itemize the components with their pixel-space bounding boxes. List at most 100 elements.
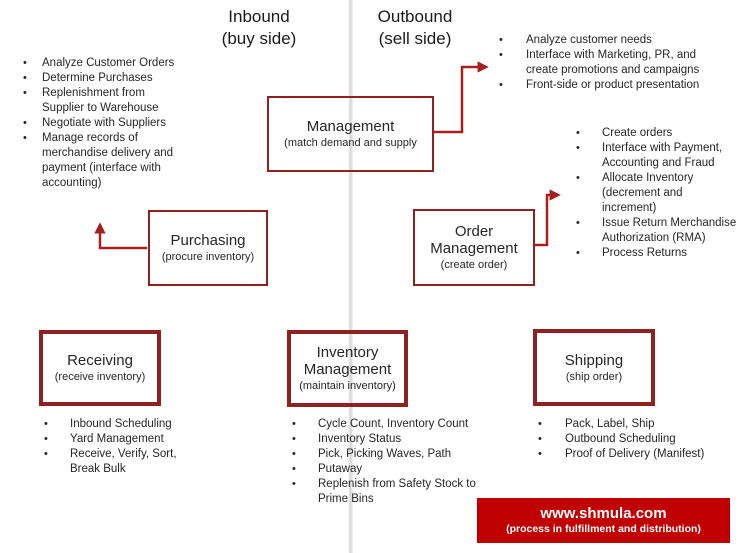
list-item: •Interface with Marketing, PR, and creat… bbox=[498, 48, 723, 78]
list-item-text: Negotiate with Suppliers bbox=[42, 117, 167, 129]
box-subtitle: (procure inventory) bbox=[161, 251, 255, 263]
list-item-text: Issue Return Merchandise Authorization (… bbox=[602, 217, 737, 244]
list-item: • Inbound Scheduling bbox=[43, 417, 193, 432]
box-subtitle: (match demand and supply bbox=[284, 137, 417, 149]
purchasing-tasks-list: • Analyze Customer Orders • Determine Purch… bbox=[22, 56, 187, 191]
box-title: Shipping bbox=[564, 351, 624, 369]
list-item-text: Allocate Inventory (decrement and increm… bbox=[602, 172, 694, 214]
website-banner: www.shmula.com (process in fulfillment a… bbox=[477, 498, 730, 543]
receiving-box: Receiving (receive inventory) bbox=[39, 330, 161, 406]
bullet-icon: • bbox=[499, 34, 503, 46]
list-item-text: Putaway bbox=[318, 463, 363, 475]
bullet-icon: • bbox=[576, 217, 580, 229]
box-title: Order Management bbox=[430, 223, 518, 257]
list-item-text: Manage records of merchandise delivery a… bbox=[42, 132, 174, 189]
list-item: • Analyze Customer Orders bbox=[22, 56, 187, 71]
website-url: www.shmula.com bbox=[540, 505, 667, 522]
outbound-header-subtitle: (sell side) bbox=[378, 29, 452, 48]
list-item: • Proof of Delivery (Manifest) bbox=[537, 447, 737, 462]
list-item-text: Yard Management bbox=[70, 433, 164, 445]
bullet-icon: • bbox=[499, 79, 503, 91]
arrow-purchasing-to-inbound-list bbox=[94, 222, 147, 250]
list-item: • Putaway bbox=[291, 462, 486, 477]
list-item-text: Inbound Scheduling bbox=[70, 418, 172, 430]
list-item-text: Pack, Label, Ship bbox=[565, 418, 655, 430]
management-tasks-list: • Analyze customer needs •Interface with M… bbox=[498, 33, 723, 93]
arrow-order-management-to-tasks-list bbox=[535, 189, 561, 247]
list-item-text: Cycle Count, Inventory Count bbox=[318, 418, 469, 430]
box-subtitle: (create order) bbox=[440, 259, 508, 271]
inventory-management-box: Inventory Management (maintain inventory… bbox=[287, 330, 408, 407]
bullet-icon: • bbox=[538, 448, 542, 460]
list-item: • Process Returns bbox=[575, 246, 740, 261]
purchasing-box: Purchasing (procure inventory) bbox=[148, 210, 268, 286]
shipping-tasks-list: • Pack, Label, Ship • Outbound Scheduling • P… bbox=[537, 417, 737, 462]
list-item-text: Receive, Verify, Sort, Break Bulk bbox=[70, 448, 177, 475]
banner-subtitle: (process in fulfillment and distribution… bbox=[506, 523, 701, 535]
list-item-text: Analyze customer needs bbox=[526, 34, 652, 46]
bullet-icon: • bbox=[44, 418, 48, 430]
bullet-icon: • bbox=[576, 172, 580, 184]
list-item: • Receive, Verify, Sort, Break Bulk bbox=[43, 447, 193, 477]
list-item: • Replenishment from Supplier to Warehous… bbox=[22, 86, 187, 116]
list-item-text: Create orders bbox=[602, 127, 673, 139]
list-item-text: Process Returns bbox=[602, 247, 688, 259]
box-title: Inventory Management bbox=[303, 344, 392, 378]
management-box: Management (match demand and supply bbox=[267, 96, 434, 172]
bullet-icon: • bbox=[292, 418, 296, 430]
bullet-icon: • bbox=[499, 49, 503, 61]
order-management-tasks-list: • Create orders • Interface with Payment, A… bbox=[575, 126, 740, 261]
list-item: • Analyze customer needs bbox=[498, 33, 723, 48]
bullet-icon: • bbox=[538, 418, 542, 430]
inbound-header-subtitle: (buy side) bbox=[221, 29, 297, 48]
bullet-icon: • bbox=[23, 72, 27, 84]
list-item: •Front-side or product presentation bbox=[498, 78, 723, 93]
bullet-icon: • bbox=[292, 448, 296, 460]
box-title: Purchasing bbox=[170, 232, 246, 249]
bullet-icon: • bbox=[292, 433, 296, 445]
bullet-icon: • bbox=[292, 478, 296, 490]
list-item: • Yard Management bbox=[43, 432, 193, 447]
list-item-text: Analyze Customer Orders bbox=[42, 57, 175, 69]
box-title: Management bbox=[306, 118, 395, 135]
bullet-icon: • bbox=[576, 247, 580, 259]
list-item: • Pick, Picking Waves, Path bbox=[291, 447, 486, 462]
inventory-tasks-list: • Cycle Count, Inventory Count • Inventory … bbox=[291, 417, 486, 507]
list-item-text: Outbound Scheduling bbox=[565, 433, 676, 445]
arrow-management-to-outbound-list bbox=[434, 61, 489, 134]
list-item: • Inventory Status bbox=[291, 432, 486, 447]
center-divider-line bbox=[348, 0, 353, 553]
bullet-icon: • bbox=[44, 448, 48, 460]
shipping-box: Shipping (ship order) bbox=[533, 329, 655, 406]
bullet-icon: • bbox=[538, 433, 542, 445]
list-item: • Create orders bbox=[575, 126, 740, 141]
list-item: • Interface with Payment, Accounting and … bbox=[575, 141, 740, 171]
outbound-header: Outbound (sell side) bbox=[349, 6, 481, 50]
list-item-text: Inventory Status bbox=[318, 433, 402, 445]
receiving-tasks-list: • Inbound Scheduling • Yard Management • Rece… bbox=[43, 417, 193, 477]
list-item-text: Pick, Picking Waves, Path bbox=[318, 448, 452, 460]
list-item-text: Interface with Payment, Accounting and F… bbox=[602, 142, 723, 169]
bullet-icon: • bbox=[576, 127, 580, 139]
bullet-icon: • bbox=[23, 87, 27, 99]
bullet-icon: • bbox=[576, 142, 580, 154]
list-item: • Pack, Label, Ship bbox=[537, 417, 737, 432]
list-item-text: Determine Purchases bbox=[42, 72, 153, 84]
box-subtitle: (maintain inventory) bbox=[299, 380, 396, 392]
bullet-icon: • bbox=[292, 463, 296, 475]
bullet-icon: • bbox=[44, 433, 48, 445]
inbound-header-title: Inbound bbox=[228, 7, 290, 26]
inbound-header: Inbound (buy side) bbox=[189, 6, 329, 50]
bullet-icon: • bbox=[23, 57, 27, 69]
list-item: • Cycle Count, Inventory Count bbox=[291, 417, 486, 432]
list-item-text: Proof of Delivery (Manifest) bbox=[565, 448, 705, 460]
list-item: • Issue Return Merchandise Authorization … bbox=[575, 216, 740, 246]
bullet-icon: • bbox=[23, 117, 27, 129]
box-title: Receiving bbox=[67, 352, 133, 369]
list-item-text: Replenishment from Supplier to Warehouse bbox=[42, 87, 159, 114]
list-item: •Replenish from Safety Stock to Prime Bi… bbox=[291, 477, 486, 507]
list-item: • Negotiate with Suppliers bbox=[22, 116, 187, 131]
list-item: • Outbound Scheduling bbox=[537, 432, 737, 447]
list-item: • Determine Purchases bbox=[22, 71, 187, 86]
